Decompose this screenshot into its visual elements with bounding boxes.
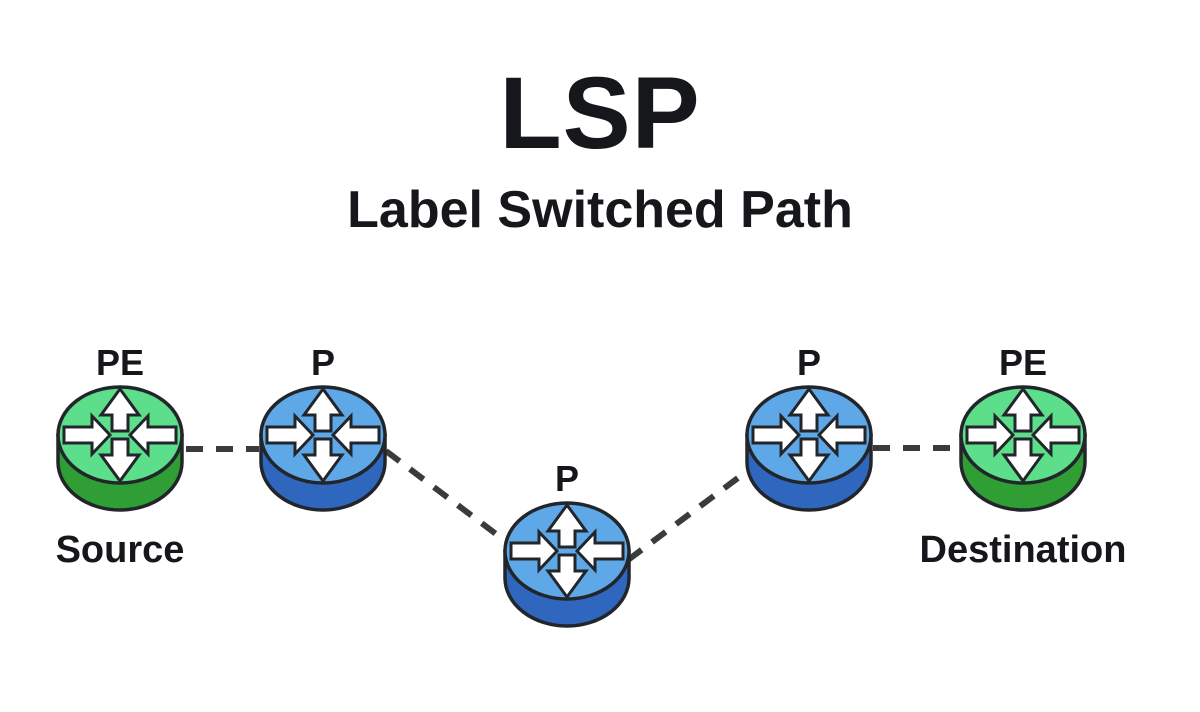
arrow-in-right-icon [574, 528, 625, 574]
arrow-in-left-icon [62, 412, 113, 458]
node-pe-source: PE Source [0, 343, 240, 572]
node-sublabel: Source [55, 529, 185, 571]
node-pe-destination: PE Destination [903, 343, 1143, 572]
arrow-in-left-icon [509, 528, 560, 574]
arrow-up-icon [98, 386, 142, 433]
arrow-down-icon [1001, 437, 1045, 484]
arrow-up-icon [787, 386, 831, 433]
node-label: P [310, 342, 335, 383]
node-p-left: P [203, 343, 443, 515]
arrow-in-right-icon [127, 412, 178, 458]
arrow-in-right-icon [816, 412, 867, 458]
router-icon [745, 385, 873, 512]
node-label: PE [95, 342, 145, 383]
node-label: P [796, 342, 821, 383]
page-title: LSP [499, 56, 701, 170]
arrow-down-icon [98, 437, 142, 484]
arrow-down-icon [301, 437, 345, 484]
arrow-up-icon [301, 386, 345, 433]
router-icon [959, 385, 1087, 512]
node-label: P [554, 458, 579, 499]
arrow-down-icon [545, 553, 589, 600]
router-icon [56, 385, 184, 512]
arrow-in-right-icon [330, 412, 381, 458]
node-p-right: P [689, 343, 929, 515]
arrow-in-left-icon [751, 412, 802, 458]
node-label: PE [998, 342, 1048, 383]
arrow-up-icon [1001, 386, 1045, 433]
arrow-up-icon [545, 502, 589, 549]
arrow-down-icon [787, 437, 831, 484]
arrow-in-right-icon [1030, 412, 1081, 458]
arrow-in-left-icon [265, 412, 316, 458]
router-icon [259, 385, 387, 512]
arrow-in-left-icon [965, 412, 1016, 458]
node-sublabel: Destination [919, 529, 1127, 571]
node-p-middle: P [447, 459, 687, 631]
router-icon [503, 501, 631, 628]
page-subtitle: Label Switched Path [347, 181, 853, 239]
